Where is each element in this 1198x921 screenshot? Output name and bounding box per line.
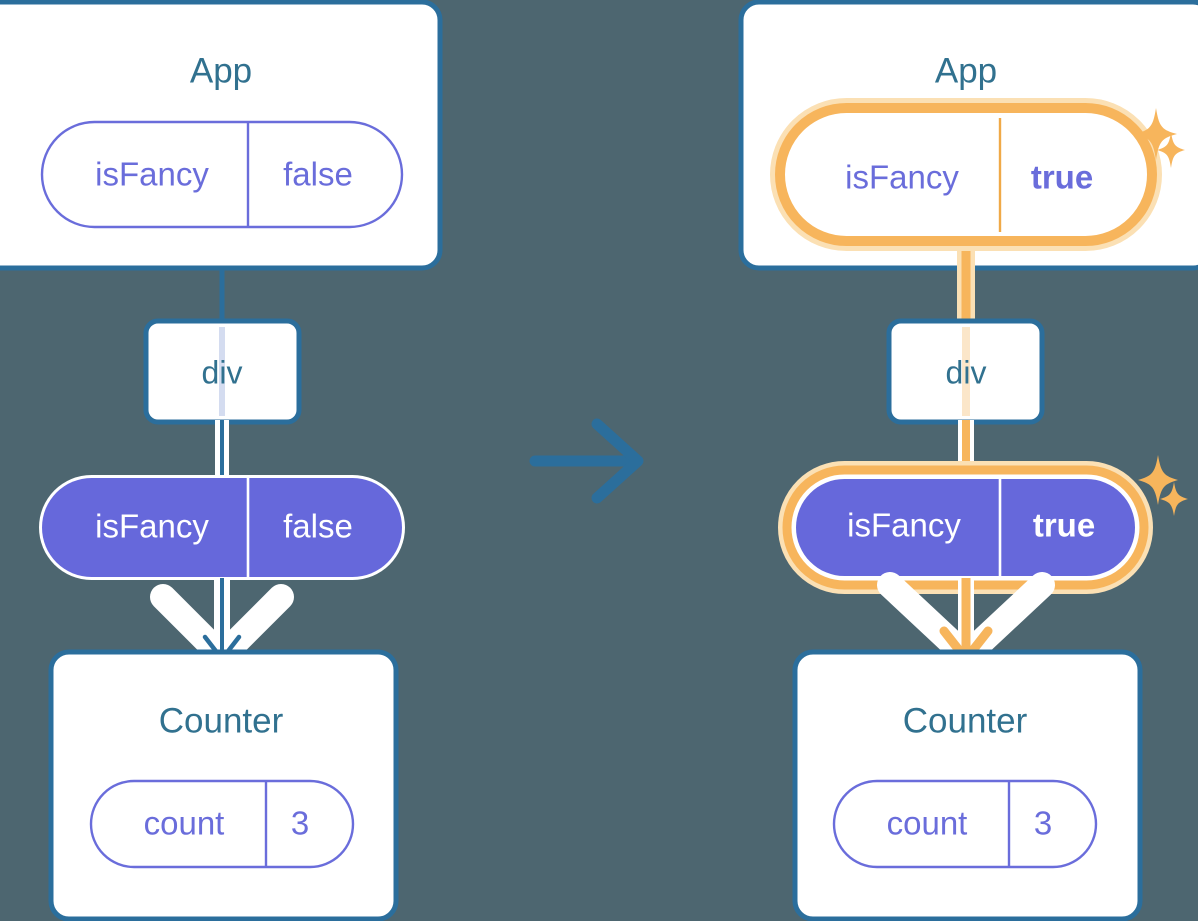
sparkle-icon-large-prop — [1138, 455, 1178, 505]
sparkle-icon-small-prop — [1160, 482, 1188, 516]
app-state-pill-right-ring — [775, 103, 1157, 246]
prop-pill-left — [42, 478, 402, 577]
counter-state-pill-right — [832, 779, 1098, 869]
prop-pill-right — [796, 479, 1135, 576]
sparkle-icon-large-app — [1135, 108, 1177, 160]
counter-state-pill-left — [89, 779, 355, 869]
arrow-right-icon — [529, 418, 644, 504]
sparkle-icon-small-app — [1157, 132, 1185, 168]
app-state-pill-left — [40, 120, 404, 229]
